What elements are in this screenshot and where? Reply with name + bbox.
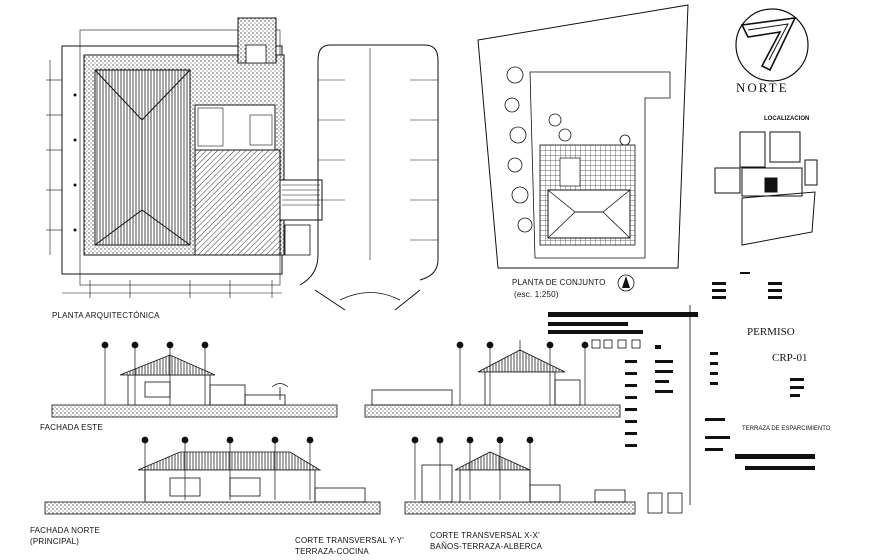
north-arrow [735,8,809,82]
legend-table [712,272,782,299]
section-yy-lower [404,436,683,515]
label-planta-conjunto: PLANTA DE CONJUNTO [512,278,606,287]
label-sheet-code: CRP-01 [772,352,808,364]
section-xx-upper [364,340,621,418]
label-planta-arquitectonica: PLANTA ARQUITECTÓNICA [52,311,160,320]
floor-plan [46,17,323,298]
label-localizacion: LOCALIZACION [764,116,810,122]
label-fachada-este: FACHADA ESTE [40,423,103,432]
label-corte-yy-sub: TERRAZA-COCINA [295,547,369,556]
location-map [714,131,818,246]
title-block [705,378,815,470]
elevation-north [44,436,381,515]
label-corte-yy: CORTE TRANSVERSAL Y-Y' [295,536,404,545]
label-norte: NORTE [736,80,789,95]
label-permiso: PERMISO [747,326,795,338]
label-corte-xx-sub: BAÑOS-TERRAZA-ALBERCA [430,542,543,551]
label-project: TERRAZA DE ESPARCIMIENTO [742,426,831,432]
label-corte-xx: CORTE TRANSVERSAL X-X' [430,531,540,540]
label-fachada-norte: FACHADA NORTE [30,526,101,535]
general-notes [548,305,718,505]
label-fachada-norte-sub: (PRINCIPAL) [30,537,80,546]
elevation-east [51,341,338,418]
parking-lot [299,44,439,311]
label-planta-conjunto-scale: (esc. 1:250) [514,290,559,299]
site-plan [477,4,689,292]
